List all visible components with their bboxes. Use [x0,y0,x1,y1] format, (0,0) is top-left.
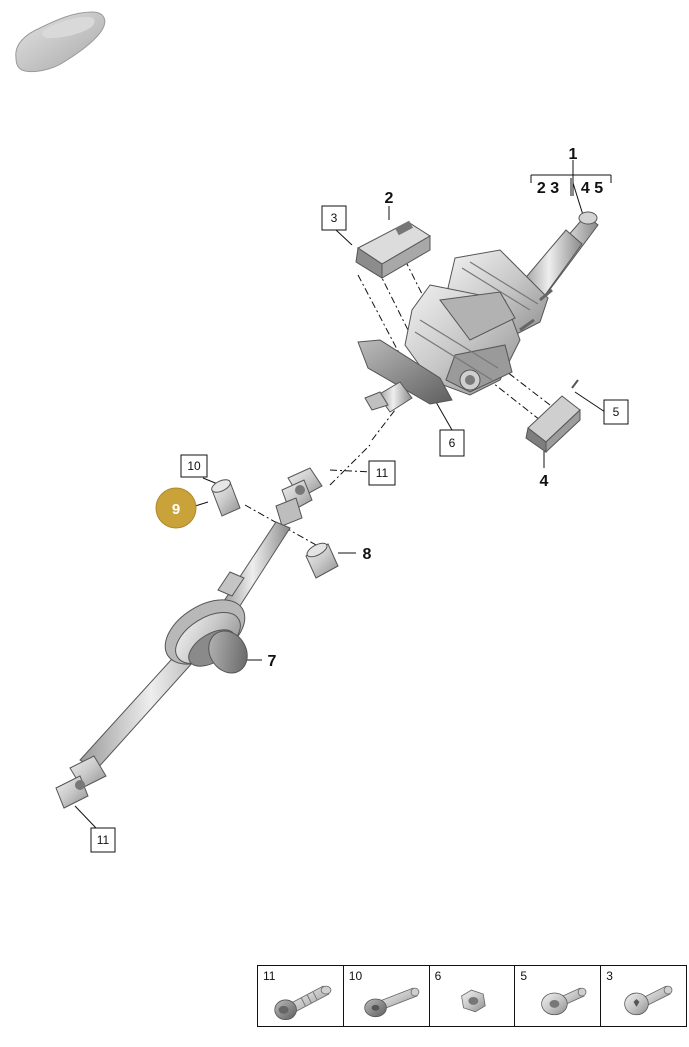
svg-text:11: 11 [376,466,389,480]
lock-module [525,379,581,454]
car-silhouette-icon [15,11,106,73]
hotspot-4-5[interactable]: 4 5 [581,180,603,197]
clamp-part [305,542,339,579]
svg-text:10: 10 [187,459,201,473]
legend-number: 11 [263,969,276,983]
legend-number: 6 [434,969,442,983]
legend-item-3[interactable]: 3 [601,966,686,1026]
legend-item-11[interactable]: 11 [258,966,344,1026]
hex-bolt-icon [364,987,420,1018]
svg-text:11: 11 [97,833,110,847]
hotspot-6[interactable]: 6 [439,429,465,457]
legend-number: 5 [520,969,528,983]
upper-universal-joint [275,467,323,527]
hotspot-11-upper[interactable]: 11 [368,460,396,486]
bolt-with-shoulder-icon [274,985,332,1021]
hotspot-9[interactable]: 9 [155,487,197,529]
dust-boot [164,599,248,674]
hotspot-2[interactable]: 2 [385,190,394,207]
svg-text:6: 6 [449,436,456,450]
flange-screw-icon [541,987,587,1016]
hotspot-3[interactable]: 3 [321,205,347,231]
torx-screw-icon [624,985,673,1016]
lower-universal-joint [55,755,107,809]
diagram-bolts [519,288,553,332]
svg-text:9: 9 [172,501,180,518]
svg-text:3: 3 [331,211,338,225]
hotspot-10[interactable]: 10 [180,454,208,478]
svg-text:5: 5 [613,405,620,419]
hotspot-labels: 1 2 3 4 5 2 3 4 5 6 7 8 9 [90,146,629,853]
hotspot-4[interactable]: 4 [540,473,549,490]
legend-item-5[interactable]: 5 [515,966,602,1026]
leader-lines [74,160,612,829]
hotspot-8[interactable]: 8 [363,546,372,563]
hotspot-11-lower[interactable]: 11 [90,827,116,853]
legend-number: 3 [606,969,613,983]
hotspot-2-3[interactable]: 2 3 [537,180,559,197]
legend-item-10[interactable]: 10 [344,966,430,1026]
control-module [355,220,431,279]
steering-column-assembly [357,211,599,413]
hotspot-7[interactable]: 7 [268,653,277,670]
hex-nut-icon [460,989,486,1013]
hotspot-5[interactable]: 5 [603,399,629,425]
sleeve-part [211,479,241,517]
fastener-legend: 11 10 6 5 [257,965,687,1027]
hotspot-1[interactable]: 1 [569,146,578,163]
legend-number: 10 [348,969,363,983]
legend-item-6[interactable]: 6 [430,966,516,1026]
